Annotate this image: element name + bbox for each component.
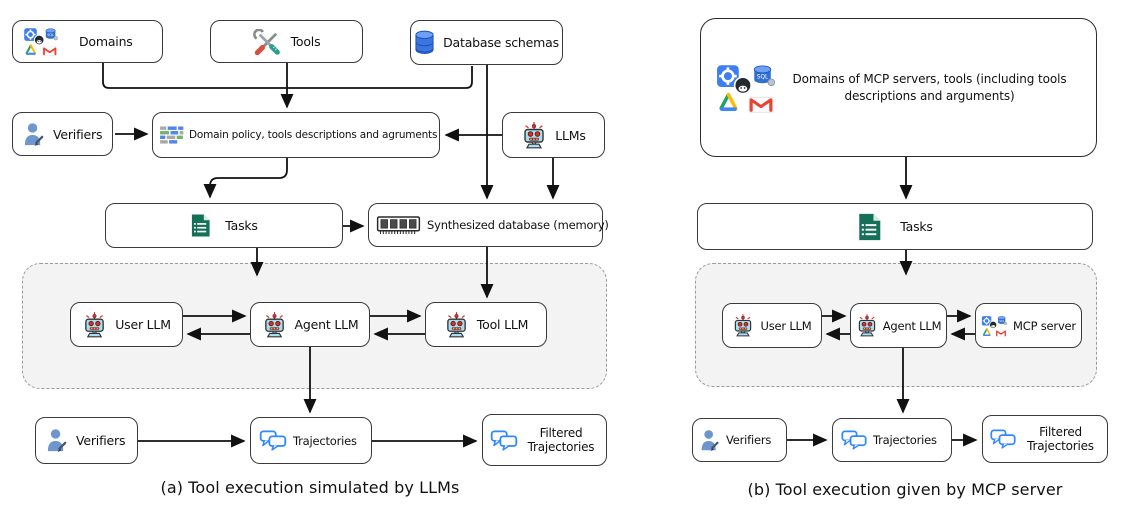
user-llm-a-box: User LLM [70,302,183,347]
robot-icon [262,312,287,338]
database-schemas-box: Database schemas [410,20,563,65]
robot-icon [732,314,754,337]
trajectories-b-box: Trajectories [832,418,952,462]
tasks-a-label: Tasks [225,218,258,233]
app-cluster-icon [23,27,59,56]
tool-llm-a-label: Tool LLM [476,317,529,332]
memory-ram-icon [376,216,421,235]
database-schemas-label: Database schemas [443,35,559,50]
task-document-icon [857,212,882,242]
app-cluster-icon [981,315,1008,337]
domains-label: Domains [79,34,133,49]
chat-bubbles-icon [259,430,287,451]
verifiers-top-box: Verifiers [12,112,113,156]
tools-box: Tools [210,20,363,63]
robot-icon [521,122,547,149]
verifiers-bottom-a-label: Verifiers [76,433,126,448]
agent-llm-a-label: Agent LLM [294,317,359,332]
trajectories-a-box: Trajectories [250,417,372,464]
user-llm-a-label: User LLM [115,317,171,332]
domains-box: Domains [12,20,163,63]
synthesized-database-label: Synthesized database (memory) [427,218,609,232]
app-cluster-icon [715,63,777,113]
caption-b: (b) Tool execution given by MCP server [747,480,1063,499]
robot-icon [82,312,107,338]
trajectories-a-label: Trajectories [293,433,357,448]
verifiers-bottom-a-box: Verifiers [35,417,138,464]
person-pencil-icon [700,429,720,452]
verifiers-b-box: Verifiers [692,418,787,462]
chat-bubbles-icon [990,429,1016,449]
domains-mcp-label: Domains of MCP servers, tools (including… [792,72,1067,103]
filtered-trajectories-a-box: Filtered Trajectories [482,414,607,466]
robot-icon [444,312,469,338]
tools-label: Tools [290,34,321,49]
domains-mcp-box: Domains of MCP servers, tools (including… [700,18,1097,157]
chat-bubbles-icon [841,430,867,450]
filtered-trajectories-b-box: Filtered Trajectories [982,415,1108,463]
agent-llm-a-box: Agent LLM [250,302,370,347]
robot-icon [856,314,878,337]
agent-llm-b-box: Agent LLM [850,303,947,348]
verifiers-top-label: Verifiers [53,126,103,142]
user-llm-b-label: User LLM [760,318,812,333]
policy-blocks-icon [159,126,184,145]
agent-llm-b-label: Agent LLM [882,318,942,333]
tasks-b-box: Tasks [697,203,1093,250]
user-llm-b-box: User LLM [722,303,822,348]
chat-bubbles-icon [490,430,518,451]
caption-a: (a) Tool execution simulated by LLMs [160,478,460,497]
mcp-server-box: MCP server [975,303,1082,348]
person-pencil-icon [46,428,68,453]
llms-label: LLMs [555,127,586,143]
task-document-icon [190,213,211,238]
verifiers-b-label: Verifiers [726,433,772,447]
crossed-tools-icon [253,29,283,55]
synthesized-database-box: Synthesized database (memory) [368,203,609,247]
trajectories-b-label: Trajectories [873,433,937,447]
domain-policy-label: Domain policy, tools descriptions and ag… [189,129,438,141]
mcp-server-label: MCP server [1013,318,1076,333]
person-pencil-icon [23,122,45,147]
tasks-b-label: Tasks [900,219,933,234]
tasks-a-box: Tasks [105,203,343,248]
filtered-trajectories-b-label: Filtered Trajectories [1027,424,1094,453]
filtered-trajectories-a-label: Filtered Trajectories [527,425,595,454]
database-icon [414,30,435,55]
domain-policy-box: Domain policy, tools descriptions and ag… [152,112,440,158]
llms-box: LLMs [502,112,605,158]
tool-llm-a-box: Tool LLM [425,302,547,347]
